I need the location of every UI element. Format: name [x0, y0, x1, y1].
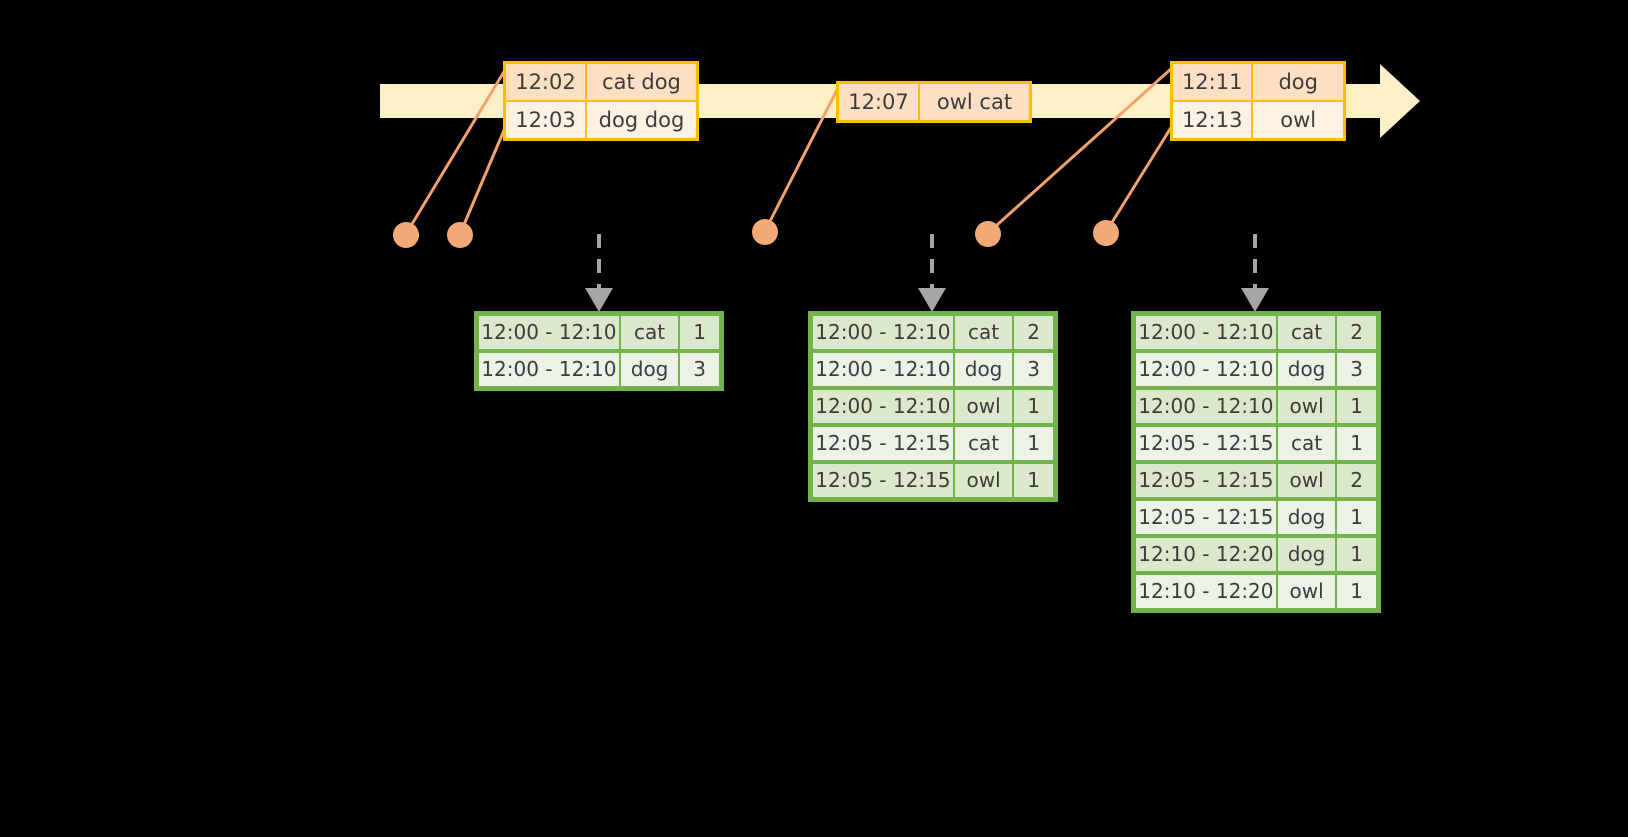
event-time: 12:11	[1173, 64, 1254, 100]
arrow-head-icon	[1241, 288, 1269, 312]
event-row[interactable]: 12:13 owl	[1173, 100, 1343, 138]
window-cell: 12:00 - 12:10	[479, 316, 619, 349]
window-cell: 12:00 - 12:10	[813, 316, 953, 349]
key-cell: cat	[620, 316, 679, 349]
count-cell: 3	[1337, 353, 1376, 386]
count-cell: 1	[1014, 427, 1053, 460]
count-cell: 3	[680, 353, 719, 386]
event-time: 12:03	[506, 102, 587, 138]
event-words: cat dog	[586, 64, 696, 100]
window-cell: 12:05 - 12:15	[1136, 464, 1276, 497]
window-cell: 12:00 - 12:10	[813, 390, 953, 423]
window-cell: 12:05 - 12:15	[1136, 427, 1276, 460]
event-dot	[752, 219, 778, 245]
event-dot	[447, 222, 473, 248]
count-cell: 3	[1014, 353, 1053, 386]
event-group-3[interactable]: 12:11 dog 12:13 owl	[1170, 61, 1346, 141]
count-cell: 1	[1337, 538, 1376, 571]
event-group-1[interactable]: 12:02 cat dog 12:03 dog dog	[503, 61, 699, 141]
emit-arrows	[597, 234, 1257, 288]
window-cell: 12:00 - 12:10	[813, 353, 953, 386]
key-cell: dog	[1277, 501, 1336, 534]
count-cell: 2	[1014, 316, 1053, 349]
window-cell: 12:10 - 12:20	[1136, 575, 1276, 608]
window-cell: 12:00 - 12:10	[1136, 390, 1276, 423]
key-cell: cat	[1277, 427, 1336, 460]
event-row[interactable]: 12:03 dog dog	[506, 100, 696, 138]
count-cell: 1	[1337, 427, 1376, 460]
key-cell: dog	[620, 353, 679, 386]
count-cell: 1	[680, 316, 719, 349]
event-words: dog	[1253, 64, 1343, 100]
key-cell: owl	[1277, 575, 1336, 608]
time-arrow-icon	[1380, 64, 1420, 138]
count-cell: 1	[1014, 464, 1053, 497]
event-time: 12:13	[1173, 102, 1254, 138]
key-cell: dog	[1277, 353, 1336, 386]
event-time: 12:07	[839, 84, 920, 120]
count-cell: 2	[1337, 464, 1376, 497]
event-row[interactable]: 12:11 dog	[1173, 64, 1343, 100]
event-words: owl cat	[919, 84, 1029, 120]
event-words: owl	[1253, 102, 1343, 138]
event-words: dog dog	[586, 102, 696, 138]
window-cell: 12:00 - 12:10	[479, 353, 619, 386]
event-dot	[393, 222, 419, 248]
key-cell: cat	[1277, 316, 1336, 349]
key-cell: owl	[954, 390, 1013, 423]
count-cell: 1	[1014, 390, 1053, 423]
window-cell: 12:00 - 12:10	[1136, 316, 1276, 349]
event-group-2[interactable]: 12:07 owl cat	[836, 81, 1032, 123]
count-cell: 1	[1337, 575, 1376, 608]
window-cell: 12:05 - 12:15	[813, 464, 953, 497]
arrow-head-icon	[585, 288, 613, 312]
window-cell: 12:10 - 12:20	[1136, 538, 1276, 571]
count-cell: 1	[1337, 501, 1376, 534]
key-cell: owl	[954, 464, 1013, 497]
event-time: 12:02	[506, 64, 587, 100]
count-cell: 1	[1337, 390, 1376, 423]
window-cell: 12:05 - 12:15	[1136, 501, 1276, 534]
arrow-head-icon	[918, 288, 946, 312]
key-cell: owl	[1277, 464, 1336, 497]
event-row[interactable]: 12:07 owl cat	[839, 84, 1029, 120]
event-dots	[393, 219, 1119, 248]
event-dot	[975, 221, 1001, 247]
key-cell: dog	[954, 353, 1013, 386]
key-cell: cat	[954, 427, 1013, 460]
window-cell: 12:05 - 12:15	[813, 427, 953, 460]
emit-arrow-heads	[585, 288, 1269, 312]
window-cell: 12:00 - 12:10	[1136, 353, 1276, 386]
count-cell: 2	[1337, 316, 1376, 349]
event-dot	[1093, 220, 1119, 246]
key-cell: cat	[954, 316, 1013, 349]
key-cell: dog	[1277, 538, 1336, 571]
event-row[interactable]: 12:02 cat dog	[506, 64, 696, 100]
key-cell: owl	[1277, 390, 1336, 423]
